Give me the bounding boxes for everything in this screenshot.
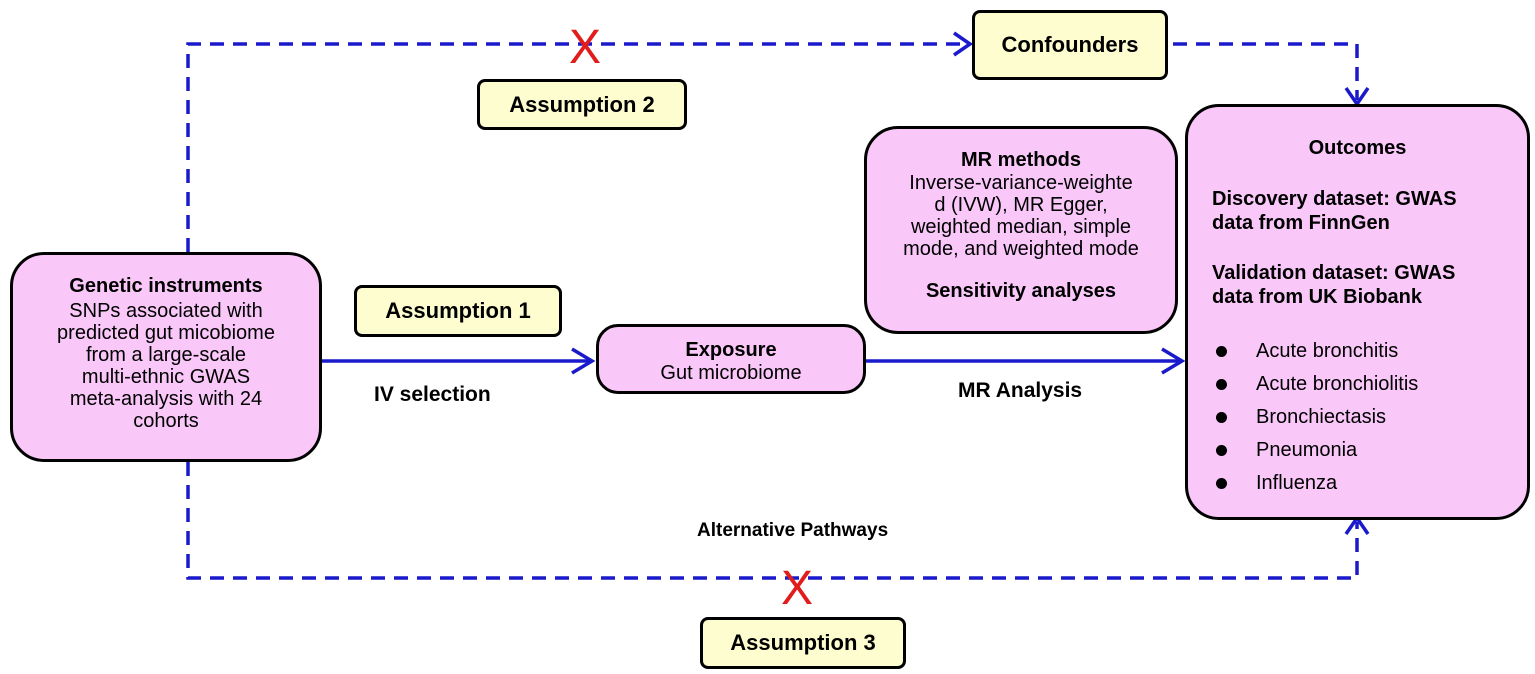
assumption3-box: Assumption 3 <box>700 617 906 669</box>
genetic-instruments-line: predicted gut micobiome <box>57 322 275 344</box>
cross-mark-bottom: X <box>781 562 813 615</box>
genetic-instruments-title: Genetic instruments <box>69 275 263 297</box>
alternative-pathways-label: Alternative Pathways <box>697 520 889 541</box>
genetic-instruments-line: meta-analysis with 24 <box>69 388 263 410</box>
list-item: Acute bronchiolitis <box>1212 368 1418 401</box>
assumption3-label: Assumption 3 <box>730 630 876 655</box>
genetic-instruments-line: cohorts <box>133 410 199 432</box>
arrowhead-exposure <box>571 347 596 375</box>
bullet-icon <box>1216 346 1227 357</box>
mr-methods-box: MR methods Inverse-variance-weighte d (I… <box>864 126 1178 334</box>
iv-selection-label: IV selection <box>374 383 491 406</box>
assumption2-box: Assumption 2 <box>477 79 687 130</box>
outcome-item-label: Acute bronchiolitis <box>1256 373 1419 395</box>
mr-methods-line: weighted median, simple <box>910 216 1132 238</box>
mr-methods-line: Inverse-variance-weighte <box>909 172 1133 194</box>
discovery-line: Discovery dataset: GWAS <box>1212 188 1457 210</box>
genetic-instruments-line: from a large-scale <box>85 344 247 366</box>
confounders-box: Confounders <box>972 10 1168 80</box>
mr-methods-line: d (IVW), MR Egger, <box>934 194 1108 216</box>
genetic-instruments-line: SNPs associated with <box>69 300 263 322</box>
bullet-icon <box>1216 379 1227 390</box>
dashed-path-assumption2 <box>186 42 968 252</box>
outcomes-title: Outcomes <box>1308 137 1407 159</box>
bullet-icon <box>1216 412 1227 423</box>
confounders-label: Confounders <box>1001 32 1139 57</box>
assumption1-label: Assumption 1 <box>385 298 531 323</box>
mr-methods-line: mode, and weighted mode <box>903 238 1139 260</box>
validation-line: data from UK Biobank <box>1212 286 1423 308</box>
exposure-subtitle: Gut microbiome <box>660 362 802 384</box>
assumption1-box: Assumption 1 <box>354 285 562 337</box>
validation-dataset-label: Validation dataset: GWAS data from UK Bi… <box>1212 261 1455 309</box>
dashed-confounders-to-outcomes <box>1173 42 1359 100</box>
genetic-instruments-line: multi-ethnic GWAS <box>81 366 251 388</box>
list-item: Bronchiectasis <box>1212 401 1418 434</box>
genetic-instruments-box: Genetic instruments SNPs associated with… <box>10 252 322 462</box>
cross-mark-top: X <box>569 21 601 74</box>
outcome-item-label: Acute bronchitis <box>1256 340 1399 362</box>
outcomes-box: Outcomes Discovery dataset: GWAS data fr… <box>1185 104 1530 520</box>
exposure-title: Exposure <box>685 339 777 361</box>
list-item: Influenza <box>1212 467 1418 500</box>
discovery-line: data from FinnGen <box>1212 212 1390 234</box>
assumption2-label: Assumption 2 <box>509 92 655 117</box>
outcome-item-label: Influenza <box>1256 472 1338 494</box>
arrowhead-outcomes-right <box>1161 347 1186 375</box>
list-item: Pneumonia <box>1212 434 1418 467</box>
list-item: Acute bronchitis <box>1212 335 1418 368</box>
dashed-path-assumption3 <box>186 462 1359 580</box>
mr-analysis-label: MR Analysis <box>958 379 1083 402</box>
arrowhead-confounders <box>953 31 974 57</box>
bullet-icon <box>1216 445 1227 456</box>
validation-line: Validation dataset: GWAS <box>1212 262 1456 284</box>
sensitivity-analyses-label: Sensitivity analyses <box>925 280 1117 302</box>
mr-methods-title: MR methods <box>961 149 1081 171</box>
discovery-dataset-label: Discovery dataset: GWAS data from FinnGe… <box>1212 187 1457 235</box>
exposure-box: Exposure Gut microbiome <box>596 324 866 394</box>
outcome-item-label: Bronchiectasis <box>1256 406 1387 428</box>
bullet-icon <box>1216 478 1227 489</box>
outcome-list: Acute bronchitis Acute bronchiolitis Bro… <box>1212 335 1418 500</box>
outcome-item-label: Pneumonia <box>1256 439 1358 461</box>
